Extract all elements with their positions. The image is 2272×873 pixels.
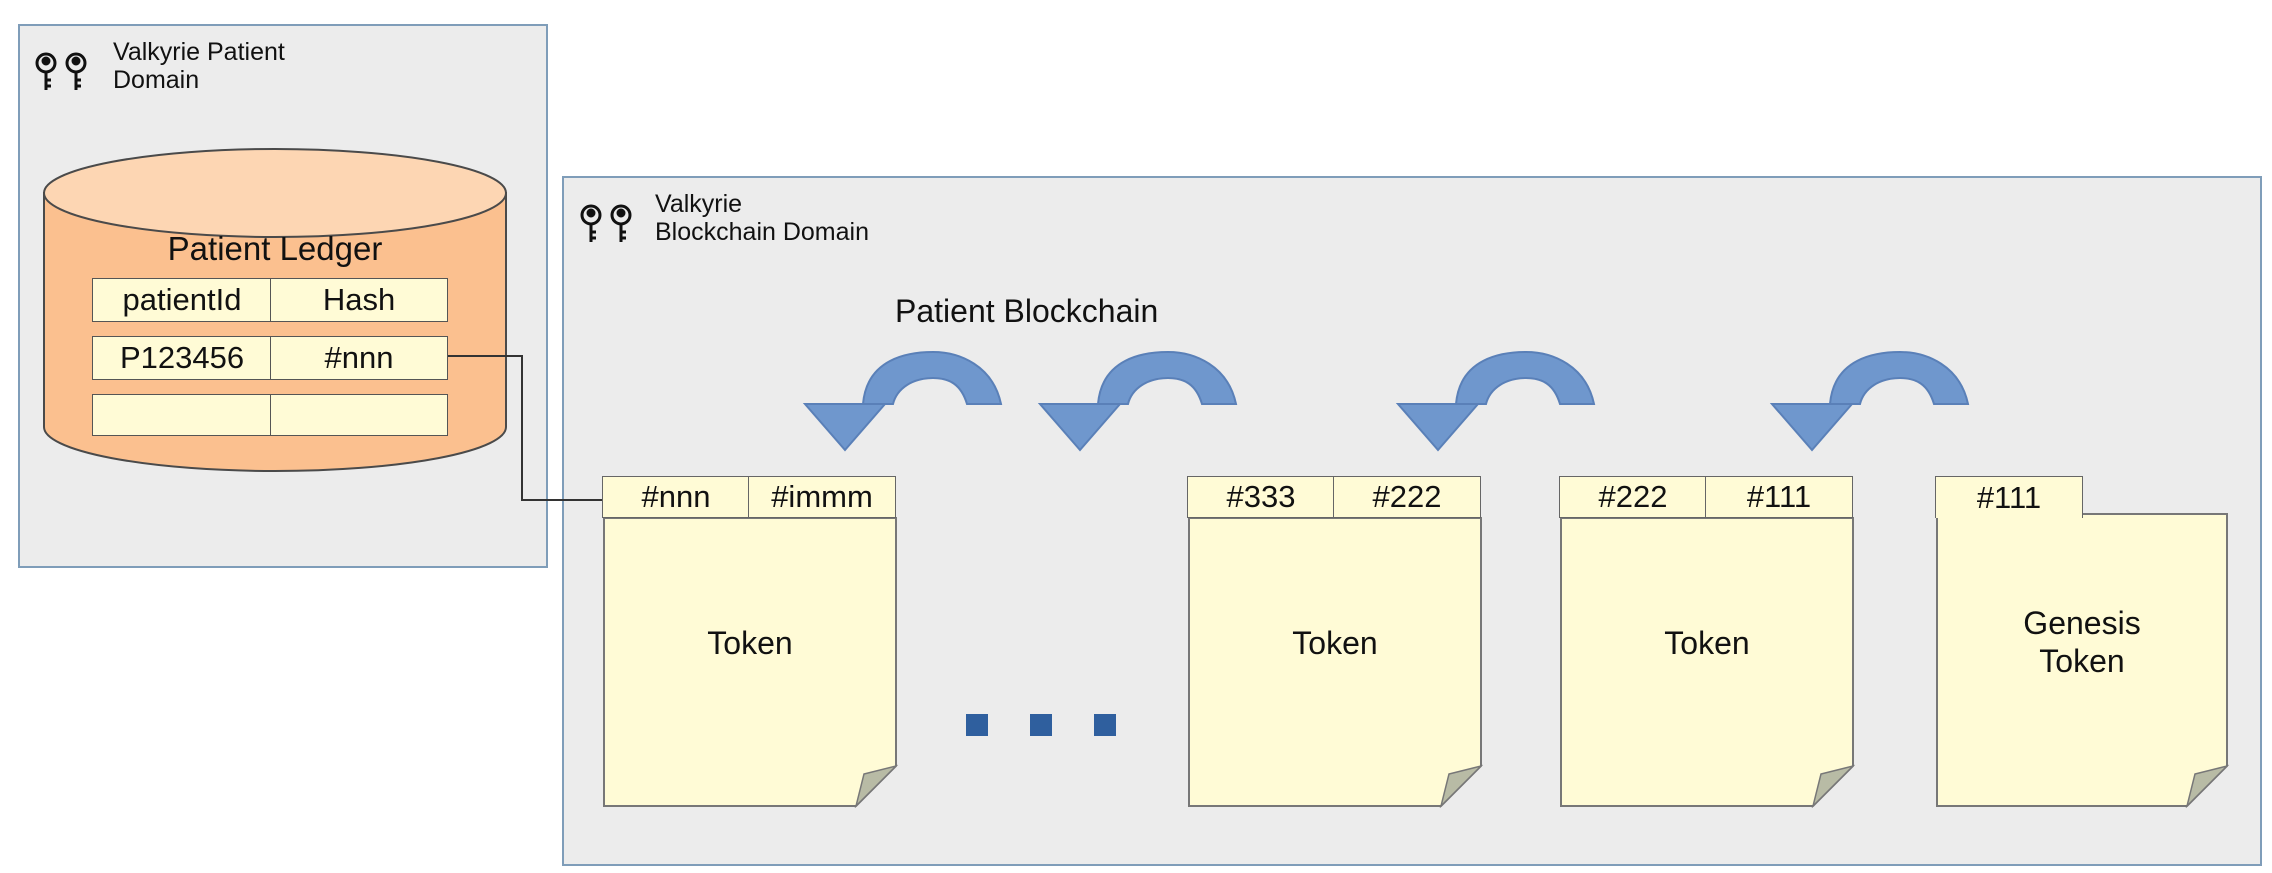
genesis-token-label: Genesis Token [2023,605,2141,679]
keys-icon [580,204,632,242]
ellipsis-dot-1 [966,714,988,736]
token-3-hash: #222 [1559,476,1707,518]
ledger-header-patientid: patientId [92,278,272,322]
ledger-cell-hash: #nnn [270,336,448,380]
ledger-title: Patient Ledger [167,230,383,267]
token-1-label: Token [707,625,793,661]
patient-blockchain-title: Patient Blockchain [895,293,1159,329]
genesis-token-card [1936,513,2229,808]
ellipsis-dot-2 [1030,714,1052,736]
token-card-1 [603,517,898,808]
ledger-cell-patientid: P123456 [92,336,272,380]
blockchain-domain-title: Valkyrie Blockchain Domain [655,190,869,246]
token-3-label: Token [1664,625,1750,661]
patient-domain-title: Valkyrie Patient Domain [113,38,285,94]
token-2-hash: #333 [1187,476,1335,518]
genesis-token-hash: #111 [1935,476,2083,518]
ledger-empty-cell-1 [92,394,272,436]
token-card-3 [1560,517,1855,808]
chain-arrow-4 [1771,351,1969,451]
token-card-2 [1188,517,1483,808]
keys-icon [35,52,87,90]
chain-arrow-3 [1397,351,1595,451]
chain-arrow-1 [804,351,1002,451]
token-3-prev-hash: #111 [1705,476,1853,518]
token-1-prev-hash: #immm [748,476,896,518]
token-2-label: Token [1292,625,1378,661]
token-2-prev-hash: #222 [1333,476,1481,518]
ellipsis-dot-3 [1094,714,1116,736]
chain-arrow-2 [1039,351,1237,451]
ledger-header-hash: Hash [270,278,448,322]
ledger-empty-cell-2 [270,394,448,436]
token-1-hash: #nnn [602,476,750,518]
